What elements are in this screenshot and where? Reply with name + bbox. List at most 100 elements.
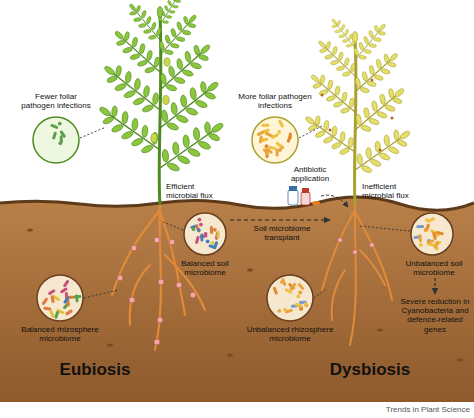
lesion xyxy=(379,149,382,152)
microbiome-callout: Unbalanced rhizosphere microbiome xyxy=(266,274,314,322)
lesion xyxy=(329,129,332,132)
bacterium xyxy=(418,234,422,242)
bacterium xyxy=(52,131,57,140)
nodule xyxy=(154,339,160,345)
bacterium xyxy=(281,278,287,287)
leader-line xyxy=(299,126,322,138)
bacterium xyxy=(65,309,73,316)
bottle xyxy=(288,190,298,205)
pods xyxy=(151,58,170,143)
foliage-diseased xyxy=(300,15,417,180)
bacterium xyxy=(416,225,424,228)
bacterium xyxy=(265,147,273,154)
bacterium xyxy=(43,306,51,310)
nodule xyxy=(369,242,374,247)
pebble xyxy=(377,328,383,331)
leader-line xyxy=(80,127,106,138)
microbiome-callout: Fewer foliar pathogen infections xyxy=(32,116,80,164)
circle-outline xyxy=(411,213,453,255)
root xyxy=(322,210,355,290)
leaf xyxy=(352,32,358,43)
bacterium xyxy=(289,282,296,290)
bacterium xyxy=(277,130,281,134)
nodule xyxy=(169,239,175,245)
microbiome-callout: Balanced soil microbiome xyxy=(183,212,227,256)
bacterium xyxy=(275,141,283,148)
bacterium xyxy=(272,286,278,295)
leaf xyxy=(348,81,411,139)
pebble xyxy=(247,268,253,271)
bacterium xyxy=(277,309,281,313)
bacterium xyxy=(48,289,56,296)
leader-line xyxy=(84,290,118,298)
pebble xyxy=(27,228,33,231)
bacterium xyxy=(213,228,217,232)
nodule xyxy=(131,245,137,251)
bacterium xyxy=(285,308,294,313)
callout-text: Unbalanced rhizosphere microbiome xyxy=(240,325,340,343)
pebble xyxy=(457,358,463,361)
bacterium xyxy=(215,232,219,240)
nodule xyxy=(190,292,196,298)
callout-circle xyxy=(410,212,454,256)
leader-line xyxy=(314,290,325,298)
root xyxy=(112,210,160,295)
bacterium xyxy=(271,133,279,140)
bacterium xyxy=(200,233,203,241)
roots-left xyxy=(112,205,205,350)
bacterium xyxy=(256,130,264,136)
annotation-label: Efficient microbial flux xyxy=(166,182,224,200)
nodule xyxy=(117,275,123,281)
leaf xyxy=(300,109,361,161)
bacterium xyxy=(211,241,215,245)
microbiome-callout: Balanced rhizosphere microbiome xyxy=(36,274,84,322)
bacterium xyxy=(290,287,294,291)
bacterium xyxy=(54,311,59,320)
callout-circle xyxy=(183,212,227,256)
bacterium xyxy=(419,243,423,247)
bacterium xyxy=(50,295,54,303)
bacterium xyxy=(58,141,62,145)
bacterium xyxy=(433,241,439,250)
leaf xyxy=(327,15,360,52)
bacterium xyxy=(304,302,308,306)
bacterium xyxy=(198,218,202,222)
annotation-label: Soil microbiome transplant xyxy=(240,224,324,242)
nodule xyxy=(129,297,135,303)
root xyxy=(360,250,385,285)
root-nodules-right xyxy=(337,237,374,254)
pod xyxy=(164,58,170,66)
callout-text: Balanced soil microbiome xyxy=(172,259,238,277)
pod xyxy=(163,96,169,105)
pebble xyxy=(227,353,233,356)
leader-line xyxy=(360,226,410,231)
bacterium xyxy=(58,122,62,126)
bacterium xyxy=(206,240,210,244)
nodule xyxy=(337,237,342,242)
root xyxy=(355,212,392,300)
callout-text: Balanced rhizosphere microbiome xyxy=(10,325,110,343)
bacterium xyxy=(199,223,203,227)
antibiotic-arrow xyxy=(321,195,348,207)
microbiome-callout: Unbalanced soil microbiome xyxy=(410,212,454,256)
bacterium xyxy=(195,236,200,245)
reduction-arrow xyxy=(434,278,435,294)
callout-circle xyxy=(32,116,80,164)
leaf xyxy=(348,122,416,180)
pill xyxy=(312,201,320,205)
circle-outline xyxy=(184,213,226,255)
circle-outline xyxy=(252,117,298,163)
circle-outline xyxy=(37,275,83,321)
soil xyxy=(0,197,474,402)
bacterium xyxy=(73,295,81,299)
transplant-arrow xyxy=(230,219,330,220)
bacterium xyxy=(436,231,445,236)
bacterium xyxy=(262,138,266,142)
bacterium xyxy=(210,226,213,234)
bacterium xyxy=(63,279,70,287)
pod xyxy=(151,134,157,143)
bacterium xyxy=(265,144,269,148)
bacterium xyxy=(280,280,284,284)
leaf xyxy=(349,19,392,66)
